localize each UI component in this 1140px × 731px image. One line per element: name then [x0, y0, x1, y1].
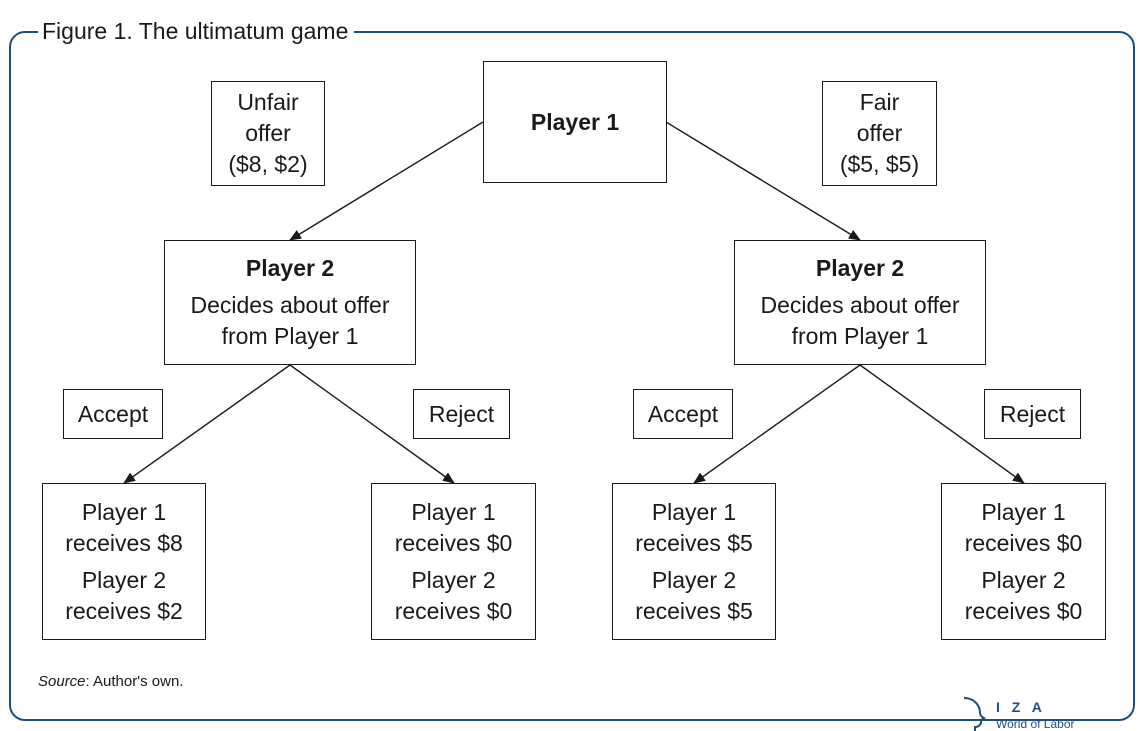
player2-right-line1: Decides about offer	[760, 292, 960, 318]
outcome-2-player1: Player 1	[411, 498, 496, 525]
outcome-4-player2-amount: receives $0	[964, 597, 1083, 624]
unfair-offer-label: Unfair offer ($8, $2)	[211, 81, 325, 186]
accept-left-label: Accept	[63, 389, 163, 439]
outcome-1-player1: Player 1	[81, 498, 167, 525]
accept-right-text: Accept	[647, 400, 719, 427]
iza-logo-subtitle: World of Labor	[996, 717, 1075, 731]
edge-player2-right-to-outcome-4	[859, 364, 1025, 484]
outcome-1-player1-amount: receives $8	[65, 529, 183, 556]
outcome-3-player2-amount: receives $5	[635, 597, 753, 624]
edge-player1-to-player2-right	[665, 121, 861, 241]
unfair-offer-line1: Unfair	[237, 89, 299, 115]
outcome-2-player1-amount: receives $0	[394, 529, 513, 556]
fair-offer-amounts: ($5, $5)	[839, 151, 920, 177]
outcome-3-player1-amount: receives $5	[635, 529, 753, 556]
outcome-4-player2: Player 2	[981, 566, 1066, 593]
edge-player1-to-player2-left	[289, 121, 484, 241]
iza-logo-name: I Z A	[996, 699, 1046, 715]
source-note: Source: Author's own.	[38, 672, 183, 692]
player2-left-title: Player 2	[245, 255, 335, 281]
unfair-offer-line2: offer	[245, 120, 291, 146]
reject-left-text: Reject	[428, 400, 495, 427]
player1-title: Player 1	[530, 108, 620, 135]
outcome-2-player2-amount: receives $0	[394, 597, 513, 624]
player2-left-line1: Decides about offer	[190, 292, 390, 318]
reject-right-label: Reject	[984, 389, 1081, 439]
fair-offer-line2: offer	[856, 120, 903, 146]
outcome-2-player2: Player 2	[411, 566, 496, 593]
unfair-offer-amounts: ($8, $2)	[228, 151, 308, 177]
iza-head-profile-icon	[963, 697, 987, 731]
figure-title: Figure 1. The ultimatum game	[38, 15, 355, 47]
player2-left-line2: from Player 1	[221, 323, 359, 349]
reject-left-label: Reject	[413, 389, 510, 439]
outcome-4-player1: Player 1	[981, 498, 1066, 525]
player2-right-line2: from Player 1	[791, 323, 929, 349]
player2-left-node: Player 2 Decides about offer from Player…	[164, 240, 416, 365]
accept-left-text: Accept	[77, 400, 149, 427]
edge-player2-right-to-outcome-3	[693, 364, 861, 484]
outcome-reject-unfair: Player 1 receives $0 Player 2 receives $…	[371, 483, 536, 640]
fair-offer-label: Fair offer ($5, $5)	[822, 81, 937, 186]
player2-right-node: Player 2 Decides about offer from Player…	[734, 240, 986, 365]
source-text: : Author's own.	[85, 673, 184, 690]
iza-logo: I Z A World of Labor	[958, 696, 1098, 731]
outcome-reject-fair: Player 1 receives $0 Player 2 receives $…	[941, 483, 1106, 640]
reject-right-text: Reject	[999, 400, 1066, 427]
outcome-accept-unfair: Player 1 receives $8 Player 2 receives $…	[42, 483, 206, 640]
outcome-4-player1-amount: receives $0	[964, 529, 1083, 556]
edge-player2-left-to-outcome-1	[123, 364, 291, 484]
figure-frame	[9, 31, 1135, 721]
outcome-3-player2: Player 2	[651, 566, 737, 593]
source-label: Source	[38, 673, 86, 690]
player1-node: Player 1	[483, 61, 667, 183]
player2-right-title: Player 2	[815, 255, 905, 281]
accept-right-label: Accept	[633, 389, 733, 439]
outcome-accept-fair: Player 1 receives $5 Player 2 receives $…	[612, 483, 776, 640]
outcome-1-player2: Player 2	[81, 566, 167, 593]
outcome-3-player1: Player 1	[651, 498, 737, 525]
edge-player2-left-to-outcome-2	[289, 364, 455, 484]
fair-offer-line1: Fair	[859, 89, 900, 115]
outcome-1-player2-amount: receives $2	[65, 597, 183, 624]
